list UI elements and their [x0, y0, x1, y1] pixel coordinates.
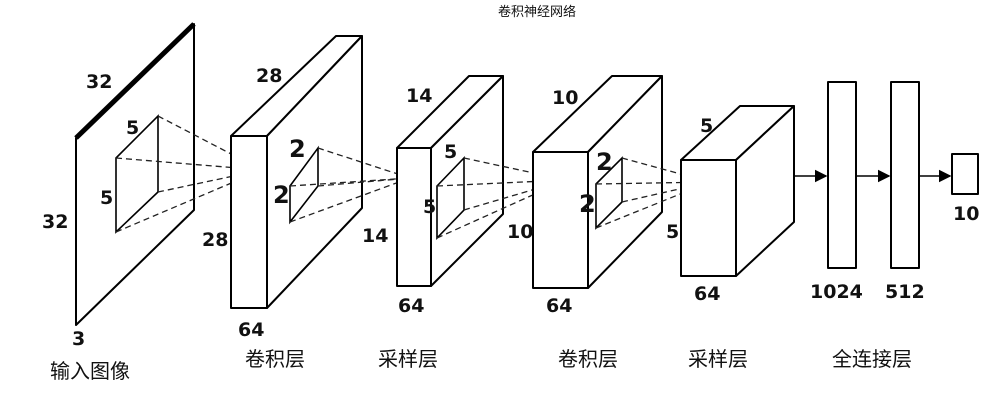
fc2-size-label: 512: [885, 281, 925, 303]
fc1-size-label: 1024: [810, 281, 863, 303]
pool2-depth-label: 64: [694, 283, 720, 305]
output-block: [951, 153, 979, 195]
input-top-label: 32: [86, 71, 112, 93]
pool1-left-label: 14: [362, 225, 388, 247]
input-layer: [74, 22, 196, 326]
caption-conv2: 卷积层: [558, 347, 618, 371]
pool1-depth-label: 64: [398, 295, 424, 317]
conv1-top-label: 28: [256, 65, 282, 87]
input-depth-label: 3: [72, 328, 85, 350]
output-size-label: 10: [953, 203, 979, 225]
caption-pool1: 采样层: [378, 347, 438, 371]
conv2-kernel-left-label: 2: [579, 190, 596, 218]
pool1-block: [396, 75, 504, 287]
caption-pool2: 采样层: [688, 347, 748, 371]
conv1-kernel-left-label: 2: [273, 181, 290, 209]
conv1-left-label: 28: [202, 229, 228, 251]
conv1-to-pool1-projection: [289, 147, 411, 223]
input-kernel-left-label: 5: [100, 187, 113, 209]
conv1-depth-label: 64: [238, 319, 264, 341]
caption-conv1: 卷积层: [245, 347, 305, 371]
fc1-block: [827, 81, 857, 269]
conv2-top-label: 10: [552, 87, 578, 109]
conv1-block: [230, 35, 363, 309]
pool1-kernel-top-label: 5: [444, 141, 457, 163]
input-plane-top-edge: [74, 22, 196, 140]
pool1-kernel-left-label: 5: [423, 196, 436, 218]
input-kernel-top-label: 5: [126, 117, 139, 139]
pool2-left-label: 5: [666, 221, 679, 243]
pool2-block: [680, 105, 795, 277]
fc2-block: [890, 81, 920, 269]
conv1-kernel-top-label: 2: [289, 135, 306, 163]
diagram-title: 卷积神经网络: [498, 4, 576, 20]
conv2-block: [532, 75, 663, 289]
input-left-label: 32: [42, 211, 68, 233]
caption-fc: 全连接层: [832, 347, 912, 371]
caption-input: 输入图像: [50, 359, 130, 383]
conv2-left-label: 10: [507, 221, 533, 243]
conv2-depth-label: 64: [546, 295, 572, 317]
pool1-top-label: 14: [406, 85, 432, 107]
input-plane: [75, 23, 195, 326]
pool2-top-label: 5: [700, 115, 713, 137]
conv2-kernel-top-label: 2: [596, 148, 613, 176]
pool1-to-conv2-projection: [436, 157, 567, 239]
